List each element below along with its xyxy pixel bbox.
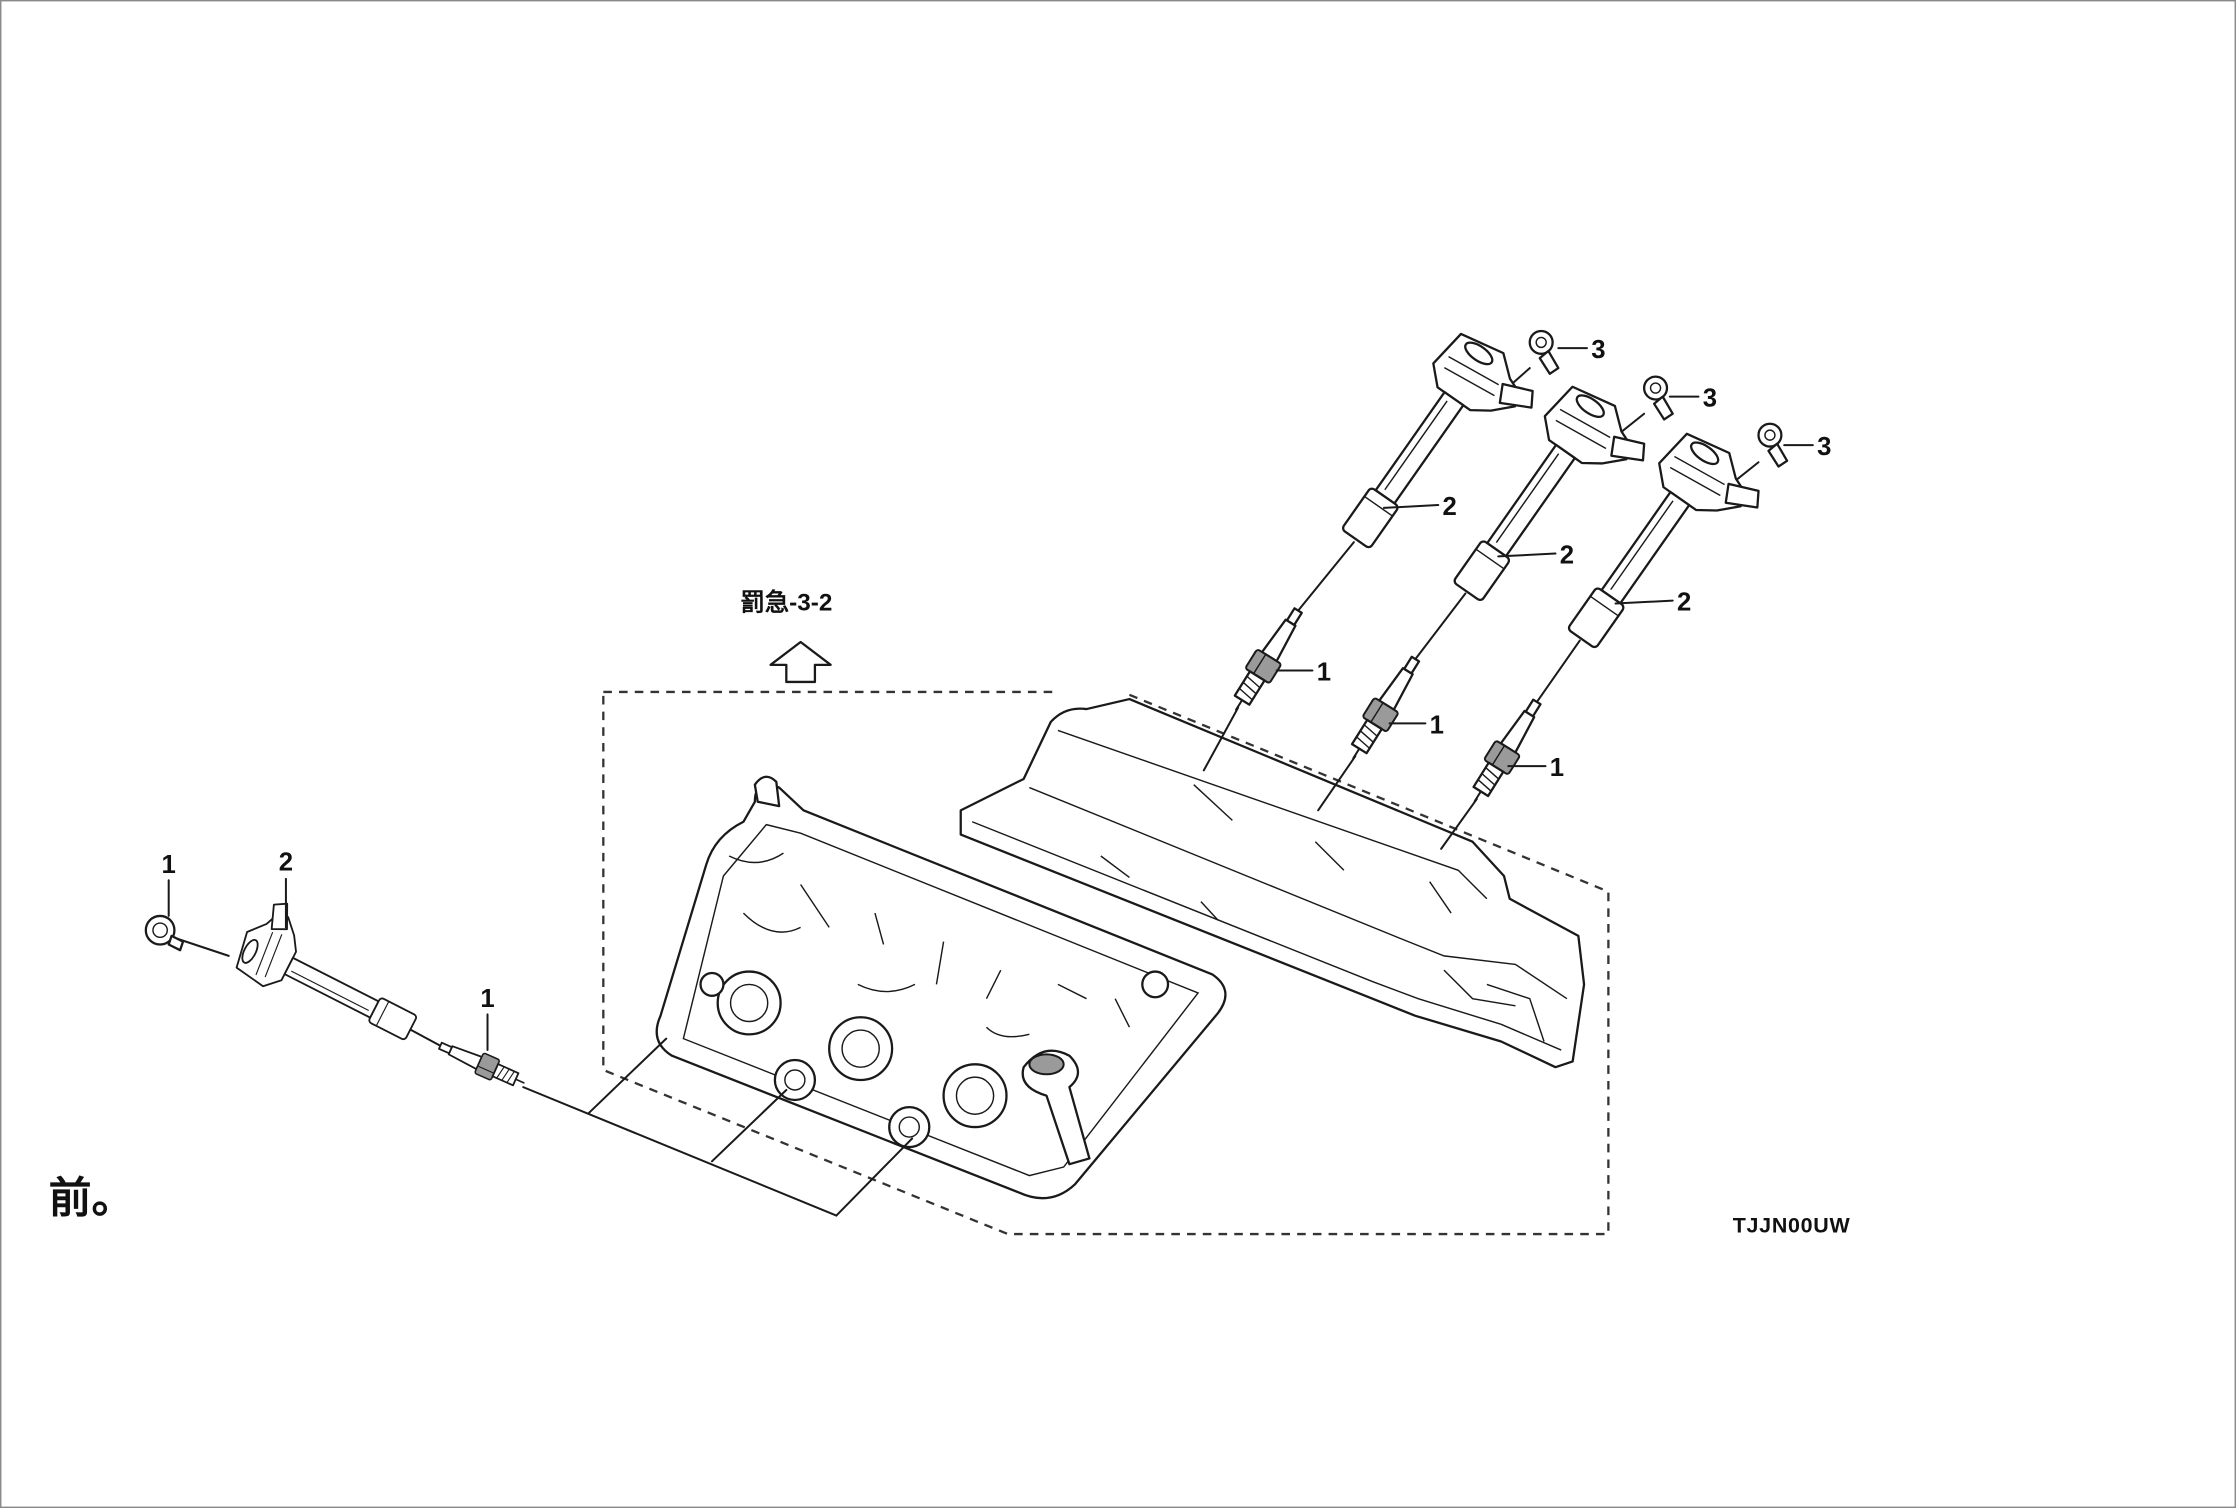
- up-arrow-icon: [769, 640, 832, 684]
- spark-plug-1: [1222, 601, 1312, 719]
- callout-plug-3: 1: [1550, 754, 1564, 782]
- callout-plug-1: 1: [1317, 659, 1331, 687]
- callout-left-plug: 1: [480, 985, 494, 1013]
- front-label: 前。: [49, 1175, 135, 1223]
- reference-label: 罰急-3-2: [741, 589, 833, 617]
- right-bank-callouts: 3 3 3 2 2 2 1 1 1: [1275, 336, 1831, 782]
- coil-cap-3: [1757, 422, 1789, 468]
- callout-left-cap: 1: [162, 851, 176, 879]
- left-spark-plug: [434, 1034, 530, 1094]
- spark-plug-3: [1461, 693, 1551, 810]
- valve-cover: [959, 697, 1586, 1069]
- left-bank-connectors: [176, 937, 914, 1217]
- left-ignition-coil: [227, 892, 437, 1056]
- callout-plug-2: 1: [1430, 711, 1444, 739]
- leader-line: [1382, 504, 1440, 509]
- plug-bore: [828, 1016, 894, 1082]
- left-bank-callouts: 1 2 1: [162, 848, 495, 1052]
- callout-coil-3: 2: [1677, 589, 1691, 617]
- reference-marker: 罰急-3-2: [741, 589, 833, 684]
- callout-left-coil: 2: [279, 848, 293, 876]
- leader-line: [1497, 552, 1557, 558]
- callout-cap-1: 3: [1591, 336, 1605, 364]
- left-coil-cap: [144, 914, 185, 952]
- leader-line: [1614, 599, 1674, 605]
- plug-bore: [716, 970, 782, 1036]
- callout-coil-1: 2: [1443, 493, 1457, 521]
- callout-cap-2: 3: [1703, 385, 1717, 413]
- dipstick-tube: [1021, 1049, 1091, 1166]
- coil-cap-2: [1642, 375, 1674, 421]
- figure-code: TJJN00UW: [1733, 1214, 1851, 1238]
- callout-coil-2: 2: [1560, 542, 1574, 570]
- spark-plug-2: [1339, 650, 1429, 768]
- assembly-boundary: [602, 690, 1610, 1236]
- plug-bore: [942, 1063, 1008, 1129]
- cylinder-head: [655, 775, 1227, 1200]
- coil-cap-1: [1528, 329, 1560, 375]
- callout-cap-3: 3: [1817, 433, 1831, 461]
